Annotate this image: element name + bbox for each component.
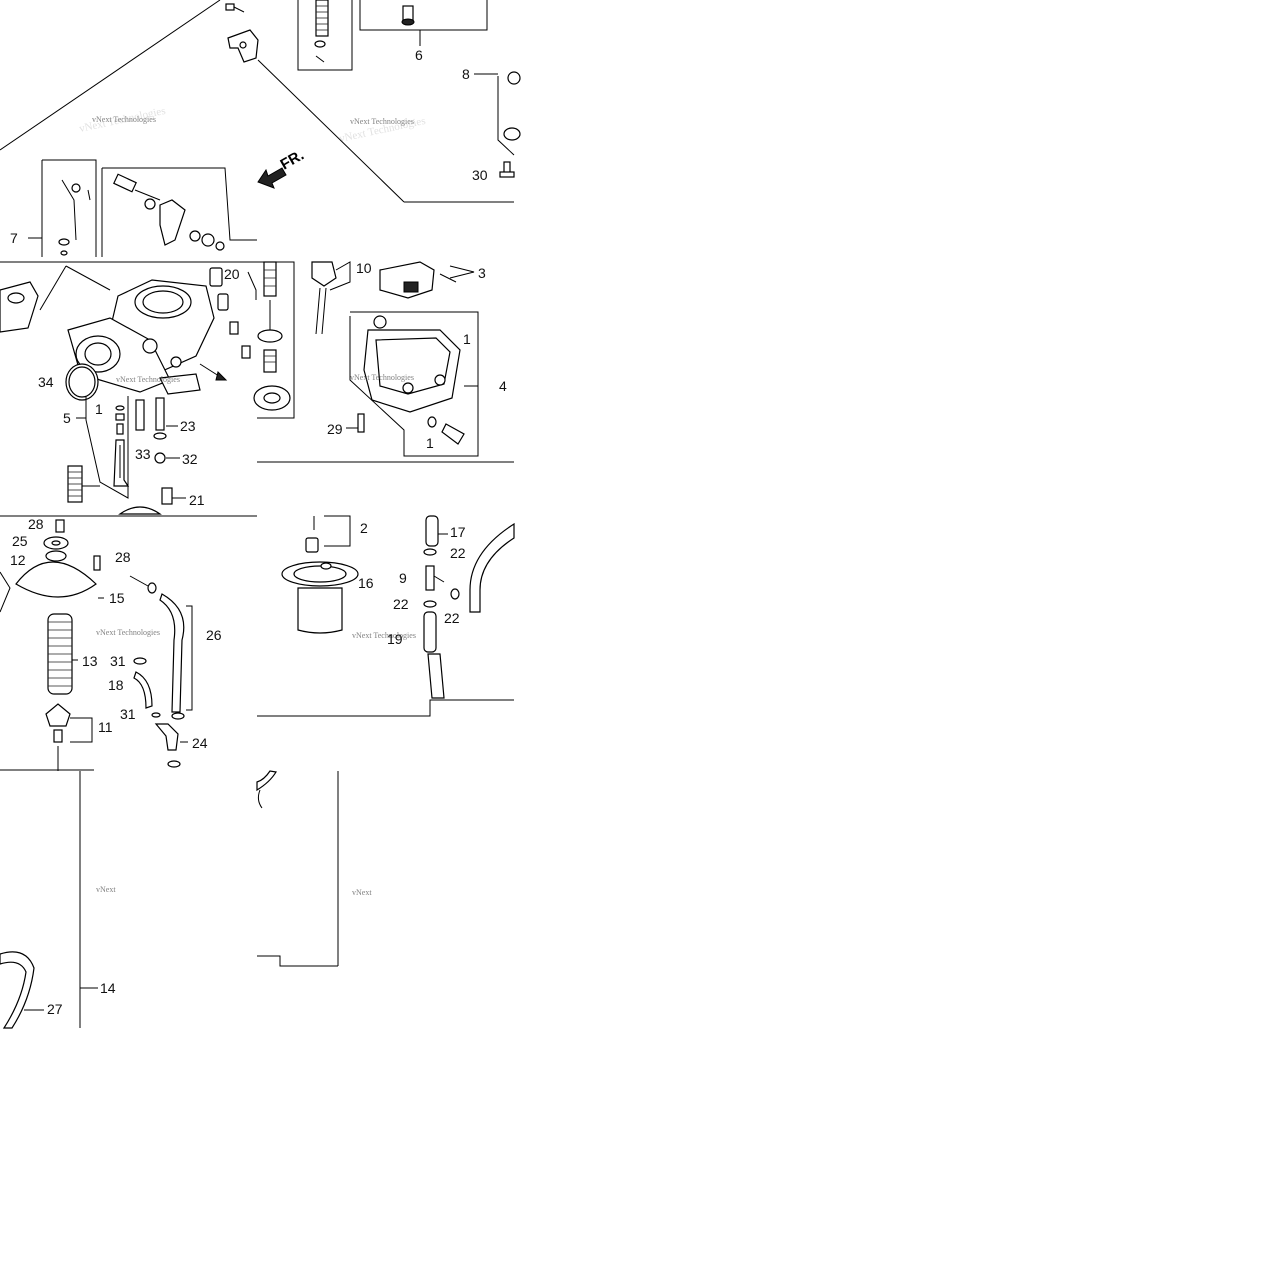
tile-lower-right: vNext Technologies 2 17 22 16 9 22 22 19 — [257, 515, 515, 717]
spring-13-part — [47, 613, 78, 695]
cover-15-part — [15, 550, 104, 599]
callout-32: 32 — [182, 451, 198, 467]
hose-18-part — [133, 657, 161, 718]
callout-22-top: 22 — [450, 545, 466, 561]
callout-33: 33 — [135, 446, 151, 462]
callout-10: 10 — [356, 260, 372, 276]
callout-20: 20 — [224, 266, 240, 282]
callout-7: 7 — [10, 230, 18, 246]
hose-19-part — [423, 611, 445, 699]
callout-29: 29 — [327, 421, 343, 437]
tile-bottom-left: vNext 14 27 — [0, 771, 116, 1029]
callout-13: 13 — [82, 653, 98, 669]
watermark-text: vNext Technologies — [92, 115, 156, 124]
callout-4: 4 — [499, 378, 507, 394]
o-ring-34-part — [65, 363, 99, 401]
hose-27-part — [0, 951, 44, 1029]
callout-11: 11 — [98, 719, 113, 735]
callout-3: 3 — [478, 265, 486, 281]
callout-1-screw: 1 — [426, 435, 434, 451]
pilot-jet-set-5 — [76, 396, 130, 499]
float-chamber-part-4 — [363, 315, 465, 445]
watermark-text: vNext Technologies — [350, 117, 414, 126]
watermark-short: vNext — [352, 888, 372, 897]
watermark-text: vNext Technologies — [352, 631, 416, 640]
callout-34: 34 — [38, 374, 54, 390]
bracket-part — [227, 29, 259, 63]
hose-right-part — [469, 522, 515, 613]
float-valve-part-10 — [311, 261, 351, 335]
callout-14: 14 — [100, 980, 116, 996]
spring-13-top — [67, 465, 100, 503]
callout-26: 26 — [206, 627, 222, 643]
callout-31-bottom: 31 — [120, 706, 136, 722]
callout-5: 5 — [63, 410, 71, 426]
callout-27: 27 — [47, 1001, 63, 1017]
callout-1-pilot: 1 — [95, 401, 103, 417]
needle-parts-20 — [209, 267, 257, 359]
callout-18: 18 — [108, 677, 124, 693]
callout-6: 6 — [415, 47, 423, 63]
front-direction-arrow: FR. — [257, 147, 307, 189]
watermark-text: vNext Technologies — [350, 373, 414, 382]
callout-2: 2 — [360, 520, 368, 536]
throttle-shaft-part — [113, 173, 225, 251]
callout-9: 9 — [399, 570, 407, 586]
watermark-text: vNext Technologies — [116, 375, 180, 384]
callout-28-side: 28 — [115, 549, 131, 565]
callout-22-right: 22 — [444, 610, 460, 626]
callout-23: 23 — [180, 418, 196, 434]
callout-1-chamber: 1 — [463, 331, 471, 347]
screw-30-part — [499, 161, 515, 178]
tile-middle-right: vNext Technologies 10 3 1 4 29 1 — [253, 260, 514, 463]
tile-bottom-right: vNext — [256, 770, 372, 967]
tile-middle-left: vNext Technologies 20 34 1 5 23 33 32 21 — [0, 261, 257, 515]
valve-11-part — [45, 703, 93, 771]
callout-24: 24 — [192, 735, 208, 751]
float-part-3 — [379, 261, 475, 299]
callout-17: 17 — [450, 524, 466, 540]
callout-30: 30 — [472, 167, 488, 183]
choke-link-part — [58, 179, 91, 256]
screw-29-part — [346, 413, 365, 433]
jet-23-33-32 — [118, 397, 186, 515]
callout-25: 25 — [12, 533, 28, 549]
callout-12: 12 — [10, 552, 26, 568]
callout-21: 21 — [189, 492, 205, 508]
t-joint-9-part — [423, 565, 460, 608]
hose-17-part — [423, 515, 448, 556]
tile-lower-left: vNext Technologies 28 25 12 28 15 26 13 … — [0, 515, 257, 771]
tile-upper-right: vNext Technologies vNext Technologies 6 … — [257, 0, 521, 203]
callout-31-top: 31 — [110, 653, 126, 669]
diaphragm-spring-part — [253, 261, 291, 411]
callout-8: 8 — [462, 66, 470, 82]
diaphragm-edge-part — [503, 71, 521, 141]
spring-part — [314, 0, 329, 63]
callout-19: 19 — [387, 631, 403, 647]
tile-upper-left: vNext Technologies vNext Technologies FR… — [0, 0, 307, 257]
watermark-short: vNext — [96, 885, 116, 894]
carburetor-body-part — [0, 279, 228, 395]
callout-15: 15 — [109, 590, 125, 606]
screw-28a-part — [43, 519, 69, 550]
callout-28-top: 28 — [28, 516, 44, 532]
needle-jet-part — [401, 5, 415, 26]
hose-26-part — [129, 575, 193, 720]
callout-16: 16 — [358, 575, 374, 591]
watermark-text: vNext Technologies — [96, 628, 160, 637]
joint-24-part — [154, 723, 188, 768]
venturi-16-part — [281, 561, 359, 634]
callout-22-middle: 22 — [393, 596, 409, 612]
needle-2-part — [305, 515, 351, 553]
screw-part — [225, 3, 245, 13]
